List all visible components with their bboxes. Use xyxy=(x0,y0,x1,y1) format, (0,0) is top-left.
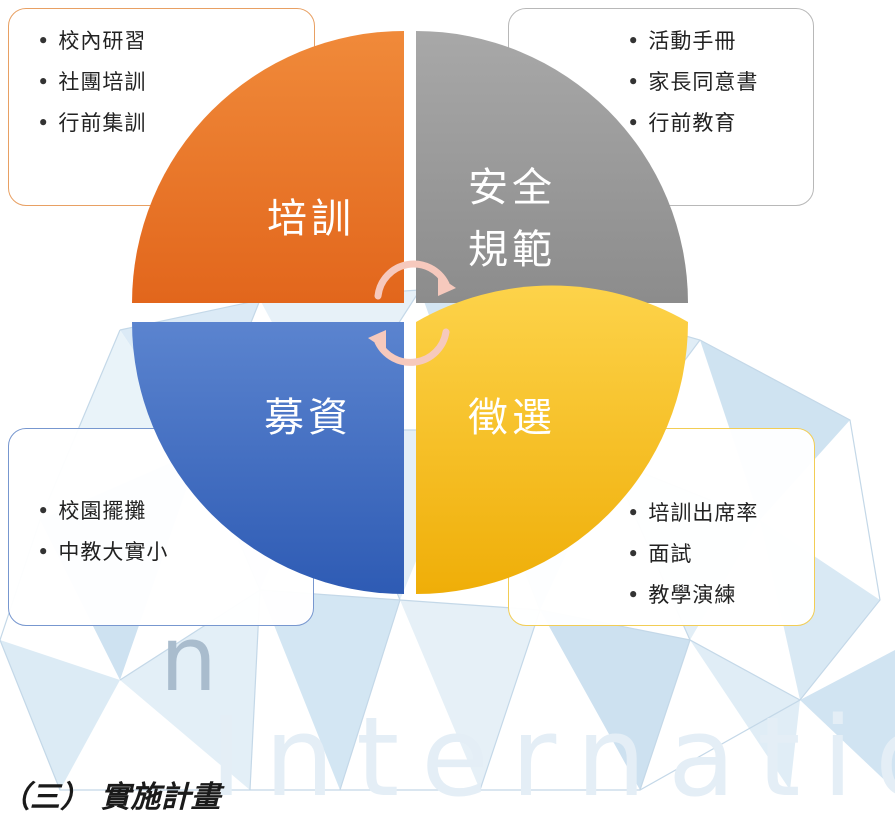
list-item: 社團培訓 xyxy=(37,62,314,103)
list-item: 面試 xyxy=(627,534,814,575)
watermark-word: International xyxy=(210,693,895,807)
safety-label-line2: 規範 xyxy=(468,227,556,273)
list-item: 行前集訓 xyxy=(37,103,314,144)
list-item: 校內研習 xyxy=(37,21,314,62)
cycle-arrows-icon xyxy=(374,260,450,366)
selection-quadrant xyxy=(416,285,688,594)
safety-quadrant xyxy=(416,31,688,303)
recruit-quadrant xyxy=(132,322,404,594)
list-item: 培訓出席率 xyxy=(627,493,814,534)
list-item: 校園擺攤 xyxy=(37,491,313,532)
section-heading: （三） 實施計畫 xyxy=(0,780,221,815)
selection-label: 徵選 xyxy=(468,395,556,441)
training-quadrant xyxy=(132,31,404,303)
arrow-head-icon xyxy=(438,276,456,296)
list-item: 中教大實小 xyxy=(37,532,313,573)
arrow-head-icon xyxy=(368,330,386,350)
list-item: 行前教育 xyxy=(627,103,813,144)
list-item: 家長同意書 xyxy=(627,62,813,103)
list-item: 教學演練 xyxy=(627,575,814,616)
list-item: 活動手冊 xyxy=(627,21,813,62)
training-label: 培訓 xyxy=(267,196,355,242)
recruit-label: 募資 xyxy=(264,395,352,441)
safety-label-line1: 安全 xyxy=(468,165,556,211)
